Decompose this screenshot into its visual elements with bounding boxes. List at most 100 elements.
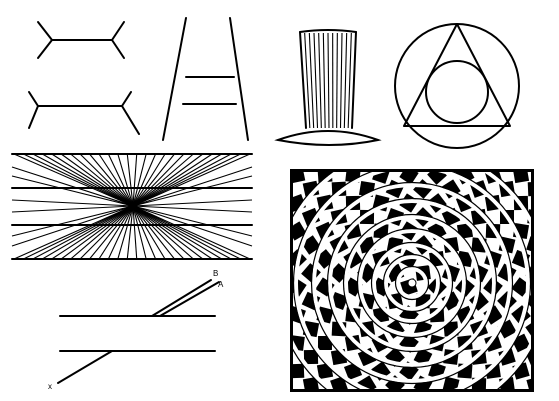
hering-ray — [11, 175, 134, 207]
label-b: B — [213, 269, 218, 278]
fraser-concentric-circles — [293, 172, 531, 389]
hering-ray — [132, 205, 251, 260]
circle-triangle-figure — [394, 23, 520, 149]
hat-stripe — [339, 32, 343, 129]
hering-ray — [132, 153, 157, 207]
hat-stripe — [318, 32, 322, 129]
hering-ray — [107, 153, 134, 207]
fraser-block — [525, 319, 531, 339]
hering-ray — [132, 175, 253, 207]
hering-ray — [89, 205, 134, 260]
fraser-ring — [312, 183, 512, 383]
fraser-block — [527, 181, 531, 197]
hering-ray — [132, 153, 175, 207]
hering-ray — [70, 153, 134, 207]
hering-ray — [132, 153, 194, 207]
fraser-ring-edge — [293, 172, 531, 389]
hering-ray — [60, 153, 134, 207]
hat-stripe — [304, 32, 311, 129]
hering-ray — [132, 205, 175, 260]
hering-ray — [117, 205, 134, 260]
hat-stripe — [347, 32, 352, 129]
hering-figure — [11, 153, 253, 260]
fraser-block — [302, 376, 320, 389]
hering-ray — [51, 153, 134, 207]
hering-ray — [132, 153, 204, 207]
fraser-block — [399, 172, 419, 185]
fraser-block — [330, 376, 348, 389]
fraser-ring — [384, 255, 440, 311]
fraser-block — [442, 376, 460, 389]
hering-ray — [132, 205, 157, 260]
hering-ray — [117, 153, 134, 207]
hering-ray — [32, 205, 134, 260]
fraser-block — [512, 172, 530, 184]
fraser-block — [293, 221, 307, 241]
hering-ray — [132, 166, 253, 207]
fraser-ring — [328, 199, 496, 367]
fraser-ring-edge — [342, 213, 482, 353]
hering-ray — [70, 205, 134, 260]
hering-ray — [132, 199, 253, 207]
hering-ray — [89, 153, 134, 207]
hering-ray — [126, 205, 134, 260]
hat-stripe — [308, 32, 315, 129]
hering-radiating-lines — [11, 153, 253, 260]
hering-ray — [98, 205, 134, 260]
ponzo-figure — [162, 17, 249, 141]
hering-ray — [51, 205, 134, 260]
hat-stripe — [336, 32, 338, 129]
fraser-block — [525, 347, 531, 367]
fraser-block — [372, 172, 390, 184]
poggendorff-figure: B A x — [48, 269, 224, 391]
fraser-block — [357, 375, 377, 389]
hering-ray — [132, 153, 213, 207]
fraser-ring — [372, 243, 452, 323]
fraser-block — [526, 236, 531, 254]
fraser-ring — [358, 229, 466, 337]
hering-ray — [132, 205, 138, 260]
hering-ray — [132, 205, 241, 260]
fraser-ring-edge — [382, 253, 442, 313]
hat-stripe — [343, 32, 348, 129]
hering-ray — [79, 205, 134, 260]
fraser-ring — [294, 172, 530, 389]
hering-ray — [23, 153, 134, 207]
muller-lyer-figure — [28, 21, 140, 135]
hering-ray — [60, 205, 134, 260]
hering-ray — [132, 153, 222, 207]
hering-ray — [11, 199, 134, 207]
hering-ray — [11, 205, 134, 237]
hering-ray — [132, 205, 147, 260]
hering-ray — [132, 153, 147, 207]
hering-ray — [126, 153, 134, 207]
hering-ray — [13, 153, 134, 207]
fraser-block — [293, 363, 305, 379]
hering-ray — [132, 153, 138, 207]
hering-ray — [132, 153, 166, 207]
fraser-ring-edge — [394, 265, 430, 301]
hering-ray — [132, 205, 222, 260]
hering-ray — [132, 205, 166, 260]
fraser-spiral-figure — [290, 169, 534, 392]
fraser-block — [303, 349, 319, 365]
hering-ray — [11, 166, 134, 207]
hering-ray — [132, 205, 213, 260]
label-a: A — [218, 280, 224, 289]
fraser-ring-edge — [326, 197, 498, 369]
hering-ray — [132, 205, 253, 213]
fraser-ring-edge — [310, 181, 514, 385]
hering-ray — [132, 205, 232, 260]
fraser-ring — [344, 215, 480, 351]
hering-ray — [107, 205, 134, 260]
hering-ray — [132, 205, 185, 260]
fraser-ring-edge — [370, 241, 454, 325]
hering-ray — [132, 153, 241, 207]
hering-ray — [132, 205, 253, 237]
hering-ray — [42, 153, 134, 207]
hat-stripe — [322, 32, 326, 129]
hering-ray — [132, 153, 232, 207]
hat-stripes — [304, 32, 352, 129]
hat-stripe — [313, 32, 319, 129]
